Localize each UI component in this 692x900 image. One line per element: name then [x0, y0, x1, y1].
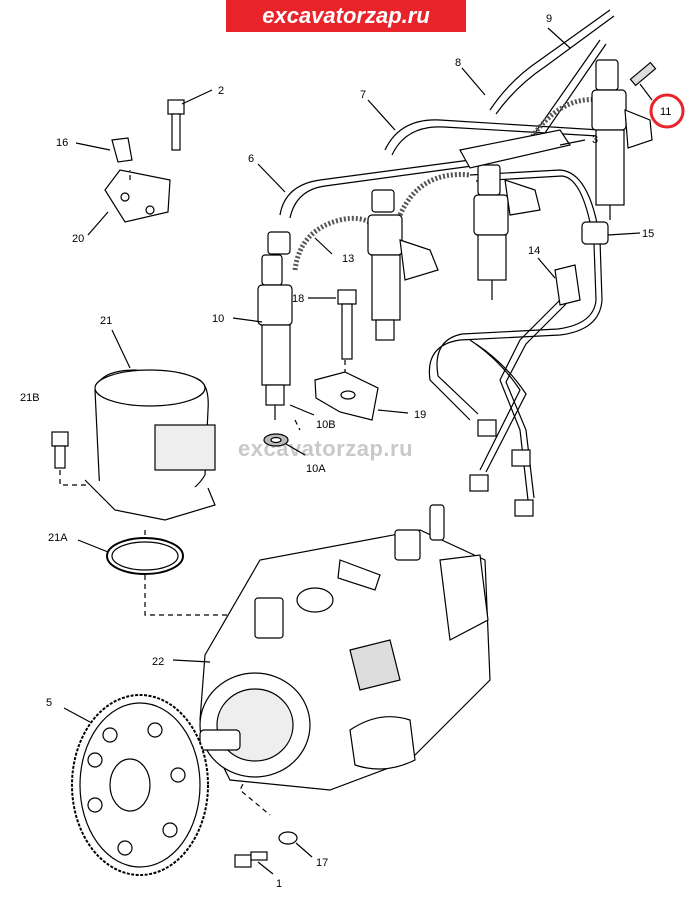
return-hoses	[292, 97, 601, 271]
highlight-ring-11	[649, 93, 685, 129]
callout-1: 1	[276, 878, 282, 890]
callout-5: 5	[46, 697, 52, 709]
callout-21A: 21A	[48, 532, 68, 544]
site-banner-text: excavatorzap.ru	[262, 3, 430, 28]
callout-21: 21	[100, 315, 112, 327]
injector-3	[473, 164, 541, 300]
callout-20: 20	[72, 233, 84, 245]
callout-13: 13	[342, 253, 354, 265]
bolt-21B	[51, 431, 69, 469]
callout-6: 6	[248, 153, 254, 165]
bolt-2	[167, 99, 185, 151]
clamp-15	[581, 221, 609, 245]
callout-15: 15	[642, 228, 654, 240]
bracket-14	[554, 264, 581, 306]
callout-9: 9	[546, 13, 552, 25]
injector-10	[257, 231, 293, 420]
part-11-pin	[629, 61, 657, 87]
clamp-19	[314, 371, 379, 421]
clip-16	[111, 137, 133, 163]
callout-8: 8	[455, 57, 461, 69]
callout-leaders	[63, 27, 653, 875]
callout-17: 17	[316, 857, 328, 869]
callout-19: 19	[414, 409, 426, 421]
callout-16: 16	[56, 137, 68, 149]
plate-20	[104, 169, 171, 223]
callout-14: 14	[528, 245, 540, 257]
bolt-1	[234, 851, 268, 868]
callout-7: 7	[360, 89, 366, 101]
callout-22: 22	[152, 656, 164, 668]
callout-11: 11	[660, 106, 671, 118]
callout-3: 3	[592, 134, 598, 146]
callout-21B: 21B	[20, 392, 40, 404]
callout-10B: 10B	[316, 419, 336, 431]
callout-2: 2	[218, 85, 224, 97]
o-ring-21A	[106, 537, 184, 575]
fuel-line-nuts	[469, 419, 534, 517]
site-banner: excavatorzap.ru	[226, 0, 466, 32]
washer-10A	[263, 433, 289, 447]
solenoid-21	[84, 369, 216, 521]
callout-labels: 1 2 3 5 6 7 8 9 10 10A 10B 11 13 14 15 1…	[20, 13, 671, 890]
injector-2	[367, 189, 439, 341]
callout-18: 18	[292, 293, 304, 305]
callout-10: 10	[212, 313, 224, 325]
drive-gear-5	[71, 694, 209, 876]
bracket-3	[459, 129, 571, 169]
bolt-18	[337, 289, 357, 360]
washer-17	[278, 831, 298, 845]
callout-10A: 10A	[306, 463, 326, 475]
injection-pump-22	[199, 504, 491, 791]
injector-4	[591, 59, 653, 220]
